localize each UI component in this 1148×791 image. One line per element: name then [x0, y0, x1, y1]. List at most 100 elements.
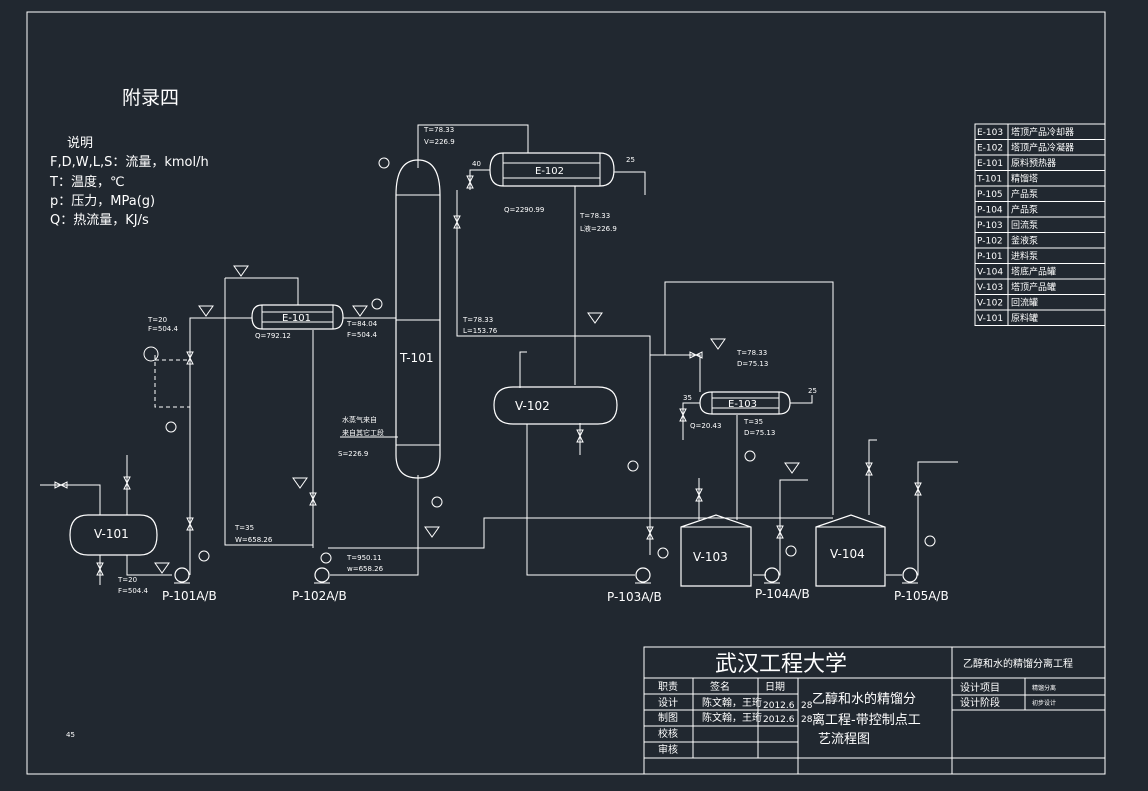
label-steam-S: S=226.9 [338, 450, 368, 458]
row-role-2: 制图 [658, 711, 678, 724]
column-T101-label: T-101 [399, 351, 433, 365]
stream-labels: T=78.33 V=226.9 40 25 Q=2290.99 T=78.33 … [66, 126, 817, 739]
notes-heading: 说明 [67, 136, 93, 151]
design-stage-value: 初步设计 [1032, 699, 1056, 707]
legend-desc: 塔顶产品冷却器 [1011, 126, 1074, 138]
drawing-title-line-1: 乙醇和水的精馏分 [812, 691, 916, 707]
label-e102-Q: Q=2290.99 [504, 206, 544, 214]
row-date-1: 2012.6 [763, 701, 795, 711]
exchanger-E103: E-103 [699, 391, 791, 415]
legend-code: P-102 [977, 237, 1003, 247]
vessel-V101: V-101 [69, 514, 158, 556]
pump-P104: P-104A/B [755, 567, 810, 601]
pump-P102-label: P-102A/B [292, 589, 347, 603]
label-w-W: W=658.26 [235, 536, 273, 544]
exchanger-E101: E-101 [251, 304, 344, 330]
exchanger-E102: E-102 [489, 152, 615, 187]
row-name-2: 陈文翰，王珩 [702, 711, 762, 724]
design-item-label: 设计项目 [960, 681, 1000, 694]
notes-line-1: F,D,W,L,S：流量，kmol/h [50, 155, 209, 170]
legend-code: P-101 [977, 252, 1003, 262]
label-reflux-L: L液=226.9 [580, 224, 617, 233]
row-role-1: 设计 [658, 696, 678, 709]
pump-P103: P-103A/B [607, 567, 662, 604]
pump-P104-label: P-104A/B [755, 587, 810, 601]
label-feed2-F: F=504.4 [347, 331, 377, 339]
header-date: 日期 [765, 681, 785, 693]
row-day-2: 28 [801, 715, 813, 725]
row-name-1: 陈文翰，王珩 [702, 696, 762, 709]
label-feed-T: T=20 [147, 316, 167, 324]
legend-desc: 塔顶产品冷凝器 [1011, 142, 1074, 154]
label-e103-Tout: T=35 [743, 418, 763, 426]
legend-code: E-102 [977, 144, 1003, 154]
legend-desc: 精馏塔 [1011, 173, 1038, 185]
design-item-value: 精馏分离 [1032, 684, 1056, 692]
label-e102-in: 40 [472, 160, 481, 168]
label-e103-Q: Q=20.43 [690, 422, 721, 430]
pump-P101: P-101A/B [162, 567, 217, 603]
label-tl-T: T=78.33 [462, 316, 493, 324]
exchanger-E101-label: E-101 [282, 313, 311, 324]
project-name: 乙醇和水的精馏分离工程 [963, 657, 1073, 670]
label-top-T: T=78.33 [423, 126, 454, 134]
legend-desc: 回流泵 [1011, 219, 1038, 231]
vessel-V102-label: V-102 [515, 399, 550, 413]
flow-markers [154, 265, 800, 574]
label-margin-mark: 45 [66, 731, 75, 739]
legend-desc: 回流罐 [1011, 297, 1038, 309]
legend-code: V-102 [977, 299, 1003, 309]
label-e103-Din: D=75.13 [737, 360, 768, 368]
legend-desc: 产品泵 [1011, 204, 1038, 216]
label-feed2-T: T=84.04 [346, 320, 378, 328]
notes-line-2: T：温度，℃ [49, 174, 125, 190]
label-e103-Tin: T=78.33 [736, 349, 767, 357]
header-role: 职责 [658, 680, 678, 693]
label-bot-W: w=658.26 [347, 565, 384, 573]
vessel-V104-label: V-104 [830, 547, 865, 561]
legend-code: V-101 [977, 314, 1003, 324]
pump-P103-label: P-103A/B [607, 590, 662, 604]
label-reflux-T: T=78.33 [579, 212, 610, 220]
school-name: 武汉工程大学 [715, 652, 847, 677]
exchanger-E103-label: E-103 [728, 399, 757, 410]
label-e103-Dout: D=75.13 [744, 429, 775, 437]
label-bot-T: T=950.11 [346, 554, 382, 562]
vessel-V102: V-102 [493, 386, 618, 425]
pump-P102: P-102A/B [292, 567, 347, 603]
legend-code: P-104 [977, 206, 1003, 216]
piping [40, 124, 958, 585]
legend-code: P-103 [977, 221, 1003, 231]
legend-code: E-101 [977, 159, 1003, 169]
row-day-1: 28 [801, 701, 813, 711]
notes-line-4: Q：热流量，KJ/s [50, 213, 149, 228]
drawing-frame [26, 11, 1106, 775]
vessel-V101-label: V-101 [94, 527, 129, 541]
legend-code: P-105 [977, 190, 1003, 200]
vessel-V103-label: V-103 [693, 550, 728, 564]
header-sign: 签名 [710, 680, 730, 693]
label-e101-Q: Q=792.12 [255, 332, 291, 340]
vessel-V104: V-104 [815, 514, 886, 587]
legend-desc: 釜液泵 [1011, 235, 1038, 247]
instruments [143, 157, 936, 564]
pump-P101-label: P-101A/B [162, 589, 217, 603]
label-p101-T: T=20 [117, 576, 137, 584]
row-date-2: 2012.6 [763, 715, 795, 725]
label-steam-1: 水蒸气来自 [342, 415, 377, 424]
legend-row [974, 309, 1106, 326]
legend-desc: 进料泵 [1011, 250, 1038, 262]
pump-P105-label: P-105A/B [894, 589, 949, 603]
legend-code: V-103 [977, 283, 1003, 293]
column-T101: T-101 [395, 159, 441, 479]
drawing-title-line-2: 离工程-带控制点工 [812, 712, 921, 728]
pump-P105: P-105A/B [894, 567, 949, 603]
label-e102-out: 25 [626, 156, 635, 164]
row-role-4: 审核 [658, 743, 678, 756]
legend-desc: 塔顶产品罐 [1011, 281, 1056, 293]
legend-desc: 产品泵 [1011, 188, 1038, 200]
legend-desc: 塔底产品罐 [1011, 266, 1056, 278]
label-feed-F: F=504.4 [148, 325, 178, 333]
